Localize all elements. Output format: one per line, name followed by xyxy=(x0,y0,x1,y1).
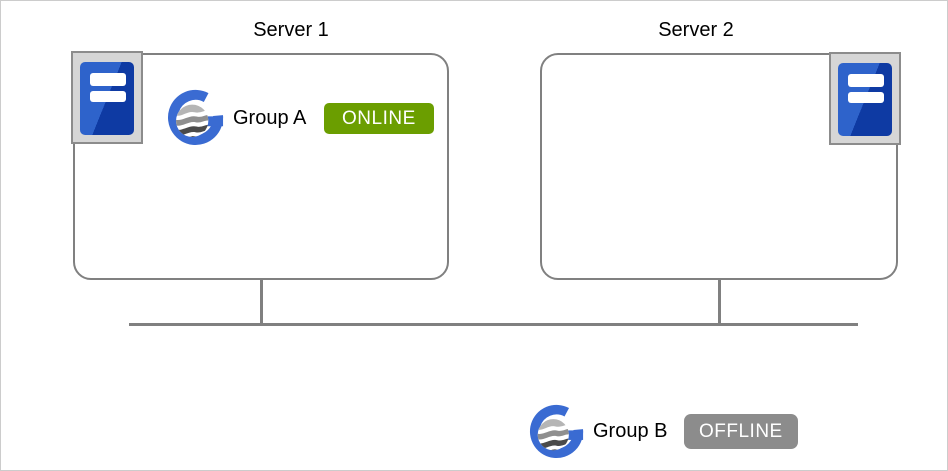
group-b-name: Group B xyxy=(593,420,668,442)
globe-g-logo-icon xyxy=(167,89,224,146)
server-1-label: Server 1 xyxy=(253,19,329,41)
drive-bay xyxy=(90,91,126,102)
network-line xyxy=(129,323,858,326)
group-a-status-badge: ONLINE xyxy=(324,103,434,134)
globe-g-logo-icon xyxy=(529,404,584,459)
drive-bay xyxy=(848,74,884,87)
server-tower-icon xyxy=(71,51,143,144)
server-tower-body xyxy=(80,62,134,135)
server-tower-icon xyxy=(829,52,901,145)
server-2-network-connector xyxy=(718,280,721,326)
group-a-name: Group A xyxy=(233,107,307,129)
server-2-label: Server 2 xyxy=(658,19,734,41)
group-b-status-badge: OFFLINE xyxy=(684,414,798,449)
drive-bay xyxy=(90,73,126,86)
server-tower-body xyxy=(838,63,892,136)
server-1-network-connector xyxy=(260,280,263,326)
drive-bay xyxy=(848,92,884,103)
